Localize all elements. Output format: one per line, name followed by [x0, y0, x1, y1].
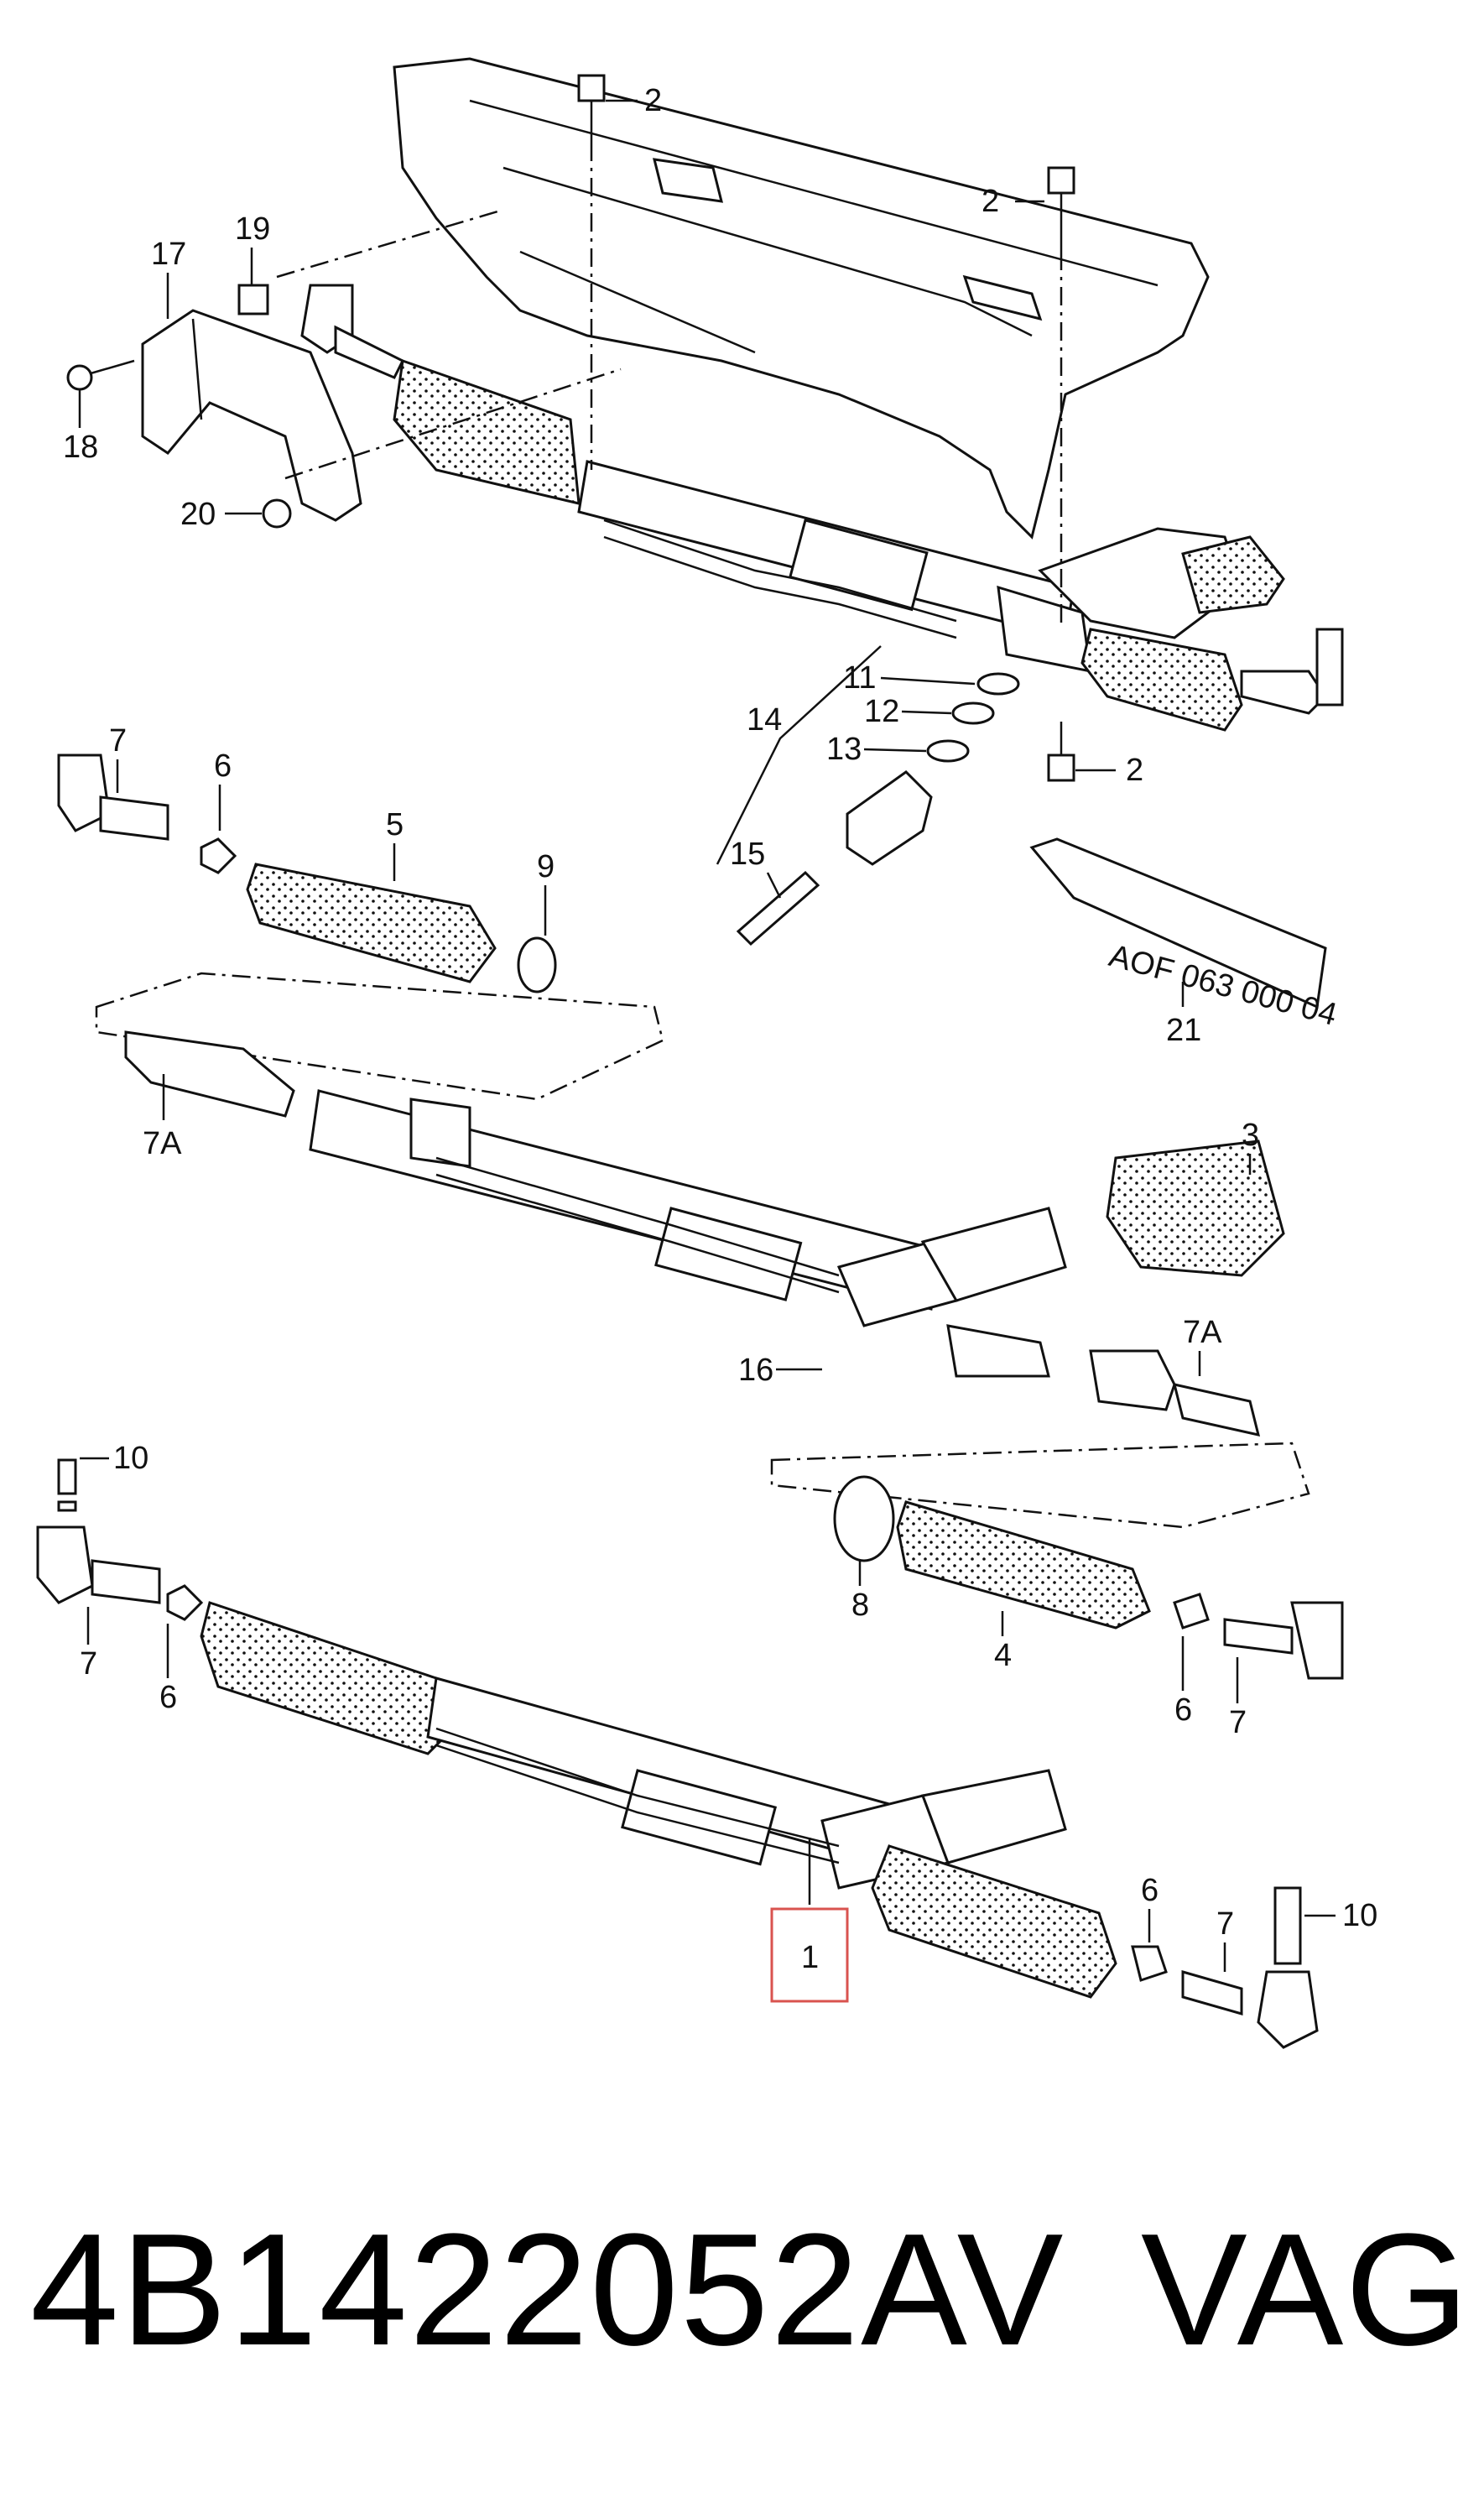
callout-6: 6: [1174, 1692, 1192, 1728]
callout-21: 21: [1166, 1013, 1201, 1048]
callout-7: 7: [1229, 1705, 1247, 1740]
callout-2: 2: [1126, 753, 1143, 788]
middle-left-parts: [57, 754, 664, 1118]
callout-2: 2: [982, 184, 999, 219]
callout-8: 8: [851, 1588, 869, 1623]
highlight-box-part-1: [770, 1907, 849, 2003]
callout-10: 10: [113, 1441, 148, 1476]
callout-13: 13: [826, 732, 862, 767]
middle-right-parts: [770, 1139, 1344, 1680]
callout-17: 17: [151, 237, 186, 272]
subframe: [393, 57, 1210, 540]
callout-7: 7: [80, 1646, 97, 1682]
callout-4: 4: [994, 1638, 1012, 1673]
top-left-boot: [393, 358, 581, 505]
top-steering-rack: [577, 460, 1243, 673]
bottom-steering-rack: [36, 1458, 1319, 2049]
part-number: 4B1422052AV: [30, 2201, 1065, 2379]
callout-7: 7: [109, 723, 127, 759]
callout-12: 12: [864, 694, 899, 729]
callout-6: 6: [214, 748, 232, 784]
callout-18: 18: [63, 430, 98, 465]
callout-7A: 7A: [143, 1126, 182, 1161]
callout-15: 15: [730, 837, 765, 872]
callout-3: 3: [1242, 1118, 1259, 1153]
bracket-17: [141, 309, 362, 522]
callout-19: 19: [235, 211, 270, 247]
brand-name: VAG: [1141, 2201, 1471, 2379]
callout-9: 9: [537, 849, 555, 884]
callout-14: 14: [747, 702, 782, 738]
callouts: 2 2 2 17 19 18 20 11 12 13 14 15 21 7 6 …: [63, 83, 1377, 2003]
callout-1: 1: [801, 1940, 819, 1975]
callout-10: 10: [1342, 1898, 1377, 1933]
top-tie-rod-ends: [300, 284, 1344, 715]
callout-7: 7: [1216, 1906, 1234, 1942]
callout-6: 6: [1141, 1873, 1159, 1908]
small-parts-top: [66, 208, 1020, 946]
grease-tube-21: AOF 063 000 04: [1029, 837, 1341, 1033]
callout-16: 16: [738, 1353, 773, 1388]
callout-20: 20: [180, 497, 216, 532]
callout-6: 6: [159, 1680, 177, 1715]
bolts-2: [577, 74, 1075, 782]
middle-steering-rack: [309, 1089, 1067, 1378]
callout-7A: 7A: [1183, 1315, 1222, 1350]
callout-2: 2: [644, 83, 662, 118]
callout-5: 5: [386, 807, 404, 842]
top-right-boot: [1080, 535, 1285, 732]
